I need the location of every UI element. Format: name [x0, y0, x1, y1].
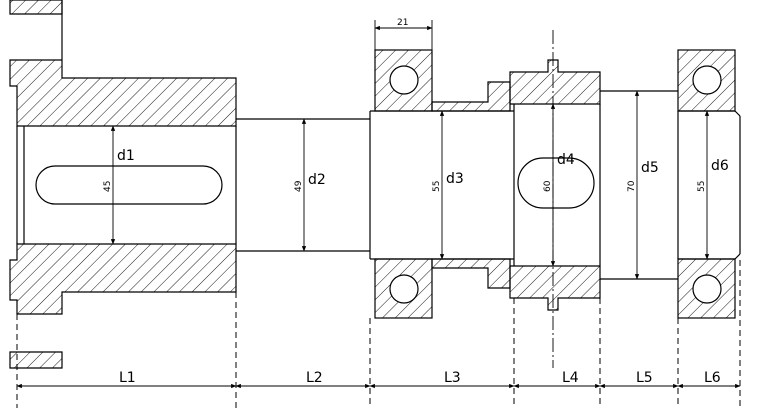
top-flange-stub	[9, 0, 63, 15]
shaft-segment-5	[600, 90, 678, 280]
label-d2: d2	[308, 172, 326, 188]
lower-hub-section	[9, 243, 237, 315]
right-bearing	[677, 49, 741, 319]
dim-value-70: 70	[627, 180, 637, 192]
bearing-width-dimension: 21	[374, 18, 433, 50]
dim-value-49: 49	[294, 180, 304, 192]
keyway-slot-2	[517, 157, 595, 209]
dim-value-55-a: 55	[432, 181, 442, 192]
left-bearing	[374, 49, 433, 319]
label-d5: d5	[641, 160, 659, 176]
upper-hub-section	[9, 0, 237, 127]
label-d6: d6	[711, 158, 729, 174]
label-L3: L3	[444, 370, 461, 386]
bearing-width-value: 21	[397, 18, 408, 28]
label-L2: L2	[306, 370, 323, 386]
dim-value-55-b: 55	[697, 181, 707, 192]
bottom-flange-stub	[9, 351, 63, 369]
gear-hub	[509, 30, 601, 368]
dim-value-45: 45	[103, 181, 113, 192]
label-d4: d4	[557, 152, 575, 168]
diameter-dimensions: 45 d1 49 d2 55 d3 60 d4 70 d5 55 d6	[103, 90, 729, 280]
keyway-slot-1	[35, 165, 223, 205]
label-L4: L4	[562, 370, 579, 386]
segment-boundaries	[16, 260, 741, 408]
left-hub	[9, 0, 237, 369]
label-d3: d3	[446, 171, 464, 187]
gear-lower	[509, 265, 601, 311]
label-L5: L5	[636, 370, 653, 386]
length-dimensions: L1 L2 L3 L4 L5 L6	[16, 370, 741, 389]
dim-value-60: 60	[543, 180, 553, 192]
gear-upper	[509, 59, 601, 105]
label-L1: L1	[119, 370, 136, 386]
label-L6: L6	[704, 370, 721, 386]
spacer-sleeve	[431, 81, 511, 289]
label-d1: d1	[117, 148, 135, 164]
